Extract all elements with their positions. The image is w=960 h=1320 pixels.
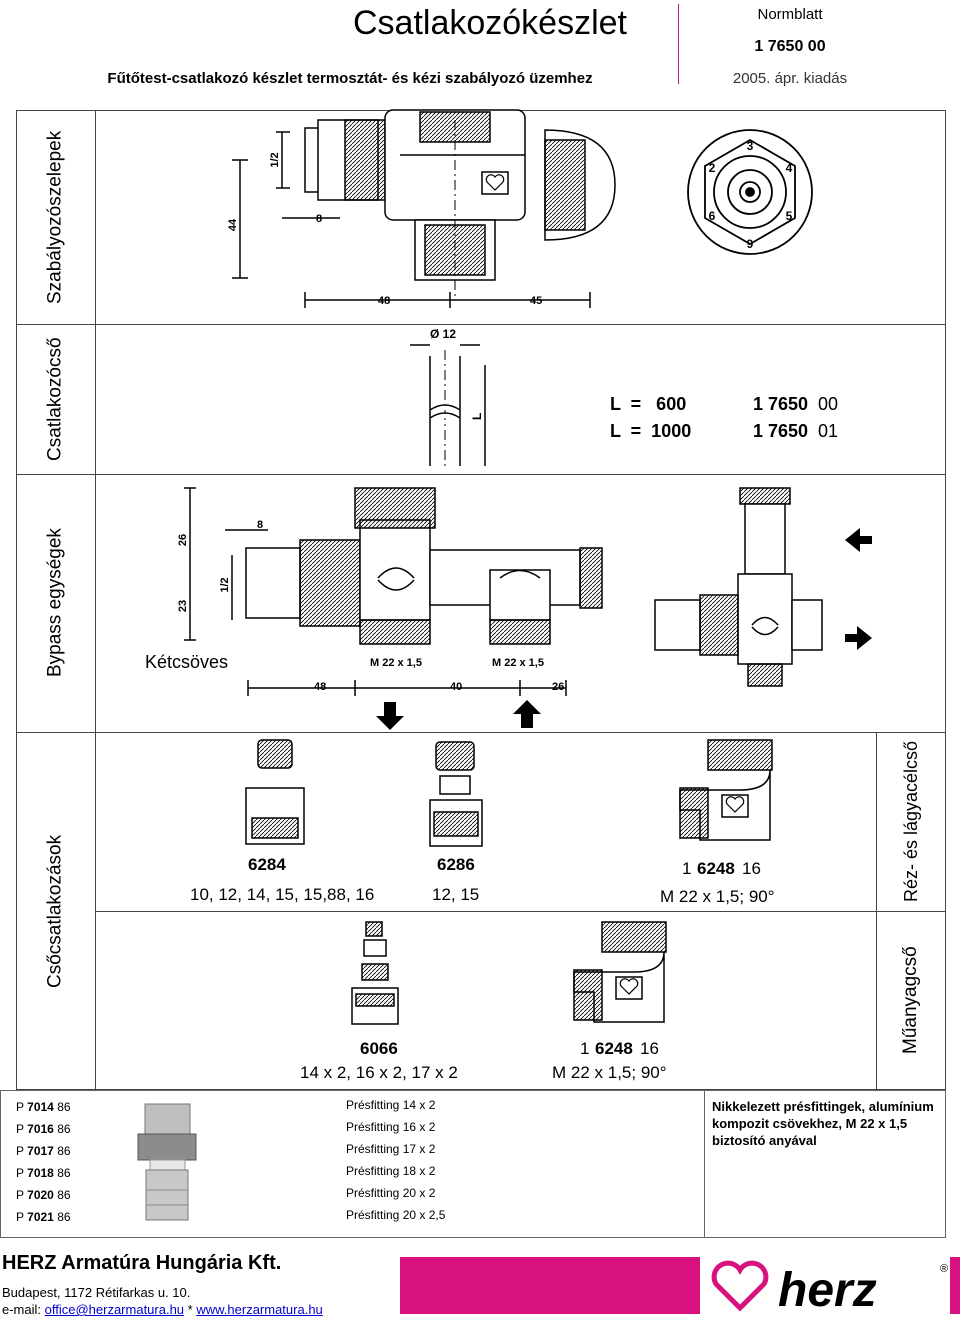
website-link[interactable]: www.herzarmatura.hu — [196, 1302, 323, 1317]
fitting-code-6284: 6284 — [248, 855, 286, 874]
product-code-row: P 7016 86 — [16, 1122, 71, 1136]
elbow1-code: 6248 — [697, 859, 735, 878]
product-desc: Présfitting 14 x 2 — [346, 1098, 436, 1112]
row-divider — [16, 732, 946, 733]
logo-text: herz — [778, 1264, 877, 1317]
norm-number: 1 7650 00 — [754, 38, 826, 55]
products-note: Nikkelezett présfittingek, alumínium kom… — [712, 1099, 934, 1148]
fitting-code-6286: 6286 — [437, 855, 475, 874]
material-divider — [95, 911, 946, 912]
dim-8: 8 — [316, 213, 322, 225]
elbow2-spec: M 22 x 1,5; 90° — [552, 1063, 667, 1082]
bypass-dim-23: 23 — [177, 600, 189, 612]
row-divider — [16, 474, 946, 475]
bypass-thread-b: M 22 x 1,5 — [492, 657, 544, 669]
company-address: Budapest, 1172 Rétifarkas u. 10. — [2, 1285, 191, 1300]
elbow2-code-suffix: 16 — [640, 1039, 659, 1058]
header-divider — [678, 4, 679, 84]
pipe-length-1000: L = 1000 — [610, 421, 691, 441]
elbow1-code-prefix: 1 — [682, 859, 691, 878]
product-divider — [704, 1090, 705, 1238]
bypass-dim-26: 26 — [177, 534, 189, 546]
product-table — [0, 1090, 946, 1238]
bypass-thread-a: M 22 x 1,5 — [370, 657, 422, 669]
product-desc: Présfitting 20 x 2,5 — [346, 1208, 446, 1222]
pipe-length-label: L — [470, 413, 484, 420]
product-code-row: P 7021 86 — [16, 1210, 71, 1224]
elbow1-spec: M 22 x 1,5; 90° — [660, 887, 775, 906]
pipe-length-600: L = 600 — [610, 394, 686, 414]
pipe-code-suffix: 00 — [818, 394, 838, 414]
norm-label: Normblatt — [757, 6, 823, 23]
fitting-drawings — [245, 739, 773, 1025]
flow-arrows — [376, 528, 872, 730]
pipe-code-suffix: 01 — [818, 421, 838, 441]
bypass-dim-40: 40 — [450, 681, 462, 693]
hex-number: 4 — [786, 161, 793, 175]
page-subtitle: Fűtőtest-csatlakozó készlet termosztát- … — [107, 70, 593, 87]
label-column-divider — [95, 110, 96, 1090]
product-code-row: P 7020 86 — [16, 1188, 71, 1202]
product-desc: Présfitting 18 x 2 — [346, 1164, 436, 1178]
edition-date: 2005. ápr. kiadás — [732, 70, 848, 87]
dim-1-2: 1/2 — [269, 152, 281, 167]
email-link[interactable]: office@herzarmatura.hu — [44, 1302, 185, 1317]
product-code-row: P 7017 86 — [16, 1144, 71, 1158]
fitting-sizes-6286: 12, 15 — [432, 885, 479, 904]
row-divider — [16, 324, 946, 325]
pipe-code: 1 7650 — [753, 394, 808, 414]
hex-number: 3 — [747, 139, 754, 153]
bypass-label: Kétcsöves — [145, 652, 228, 672]
valve-drawing — [232, 109, 616, 308]
dim-48: 48 — [378, 295, 390, 307]
product-code-row: P 7018 86 — [16, 1166, 71, 1180]
company-name: HERZ Armatúra Hungária Kft. — [2, 1252, 282, 1274]
registered-mark: ® — [940, 1263, 948, 1275]
pipe-diameter: Ø 12 — [430, 327, 456, 341]
hex-number: 2 — [709, 161, 716, 175]
fitting-sizes-6284: 10, 12, 14, 15, 15,88, 16 — [190, 885, 374, 904]
dim-45: 45 — [530, 295, 542, 307]
elbow1-code-suffix: 16 — [742, 859, 761, 878]
contact-line: e-mail: office@herzarmatura.hu * www.her… — [2, 1302, 323, 1317]
fitting-sizes-6066: 14 x 2, 16 x 2, 17 x 2 — [300, 1063, 458, 1082]
pipe-code: 1 7650 — [753, 421, 808, 441]
bypass-dim-8: 8 — [257, 519, 263, 531]
hex-number: 6 — [709, 209, 716, 223]
bypass-drawing — [184, 487, 823, 696]
elbow2-code: 6248 — [595, 1039, 633, 1058]
hex-dial-drawing — [687, 129, 813, 255]
bypass-dim-26b: 26 — [552, 681, 564, 693]
page-title: Csatlakozókészlet — [352, 4, 627, 42]
press-fitting-image — [137, 1103, 197, 1221]
dim-44: 44 — [227, 218, 239, 231]
fitting-code-6066: 6066 — [360, 1039, 398, 1058]
product-desc: Présfitting 16 x 2 — [346, 1120, 436, 1134]
pipe-drawing — [410, 344, 486, 470]
herz-logo: herz ® — [700, 1257, 950, 1317]
hex-number: 9 — [747, 237, 754, 251]
bypass-dim-48: 48 — [314, 681, 326, 693]
bypass-dim-1-2: 1/2 — [219, 577, 231, 592]
product-desc: Présfitting 17 x 2 — [346, 1142, 436, 1156]
hex-number: 5 — [786, 209, 793, 223]
product-code-row: P 7014 86 — [16, 1100, 71, 1114]
elbow2-code-prefix: 1 — [580, 1039, 589, 1058]
product-desc: Présfitting 20 x 2 — [346, 1186, 436, 1200]
